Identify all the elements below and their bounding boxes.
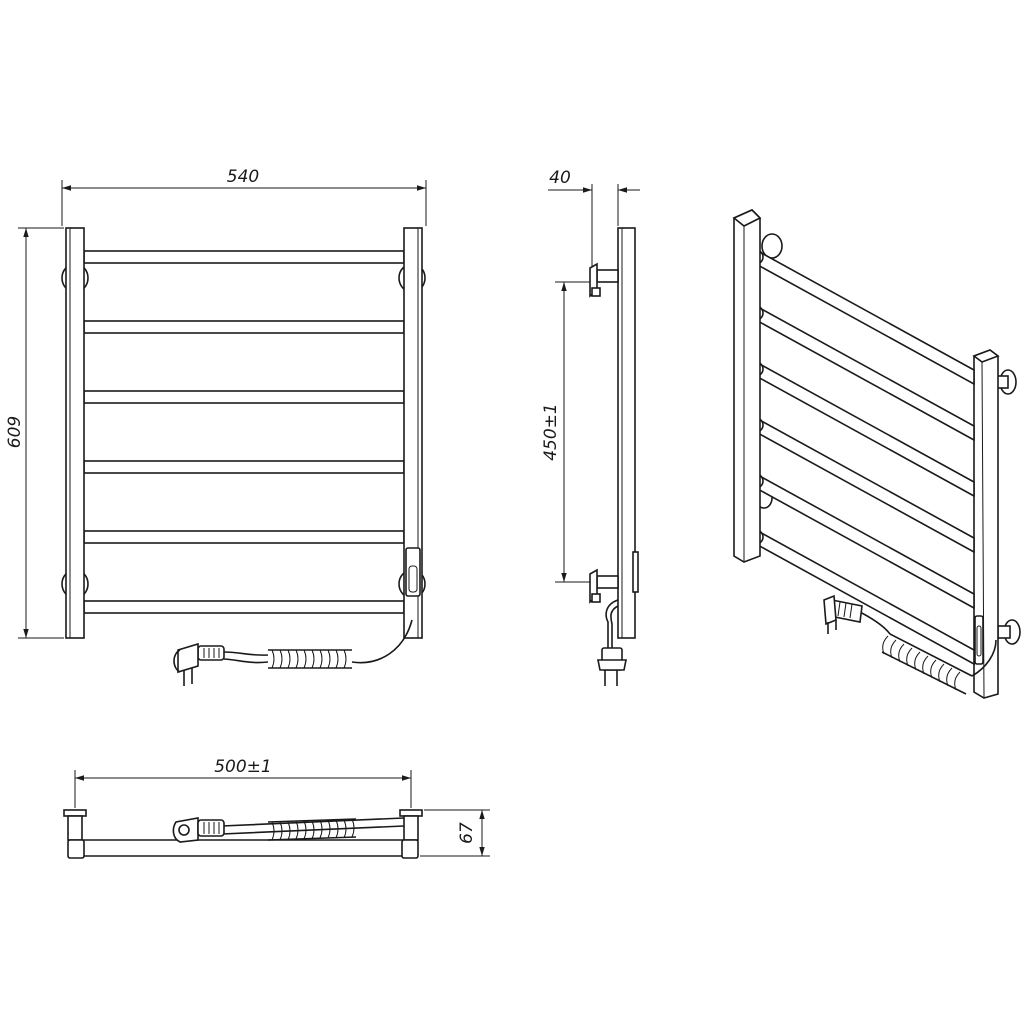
top-power-plug xyxy=(172,817,225,843)
iso-left-post xyxy=(732,209,762,563)
dim-label-450: 450±1 xyxy=(541,403,561,461)
dim-label-540: 540 xyxy=(227,167,259,187)
dim-label-67: 67 xyxy=(457,822,477,844)
top-view: 500±1 67 xyxy=(63,757,490,859)
dim-wall-offset: 67 xyxy=(420,809,490,857)
front-left-post xyxy=(65,227,85,639)
iso-heater-switch xyxy=(974,615,984,665)
front-heater-switch xyxy=(405,547,421,597)
dim-label-609: 609 xyxy=(5,416,25,448)
front-view: 540 609 xyxy=(5,167,427,686)
iso-power-cable xyxy=(855,609,997,695)
isometric-view xyxy=(732,209,1021,699)
dim-overall-height: 609 xyxy=(5,227,64,639)
iso-power-plug xyxy=(823,594,863,634)
front-power-cable xyxy=(223,619,413,669)
iso-wall-brackets xyxy=(755,233,1021,645)
dim-label-40: 40 xyxy=(549,168,571,188)
dim-mount-vertical: 450±1 xyxy=(541,281,590,583)
side-heater xyxy=(632,551,639,593)
front-wall-brackets xyxy=(61,263,426,599)
iso-crossbars xyxy=(748,248,975,666)
front-power-plug xyxy=(173,642,225,686)
dim-overall-width: 540 xyxy=(61,167,427,226)
side-cable-plug xyxy=(597,599,627,686)
side-top-bracket xyxy=(589,262,619,298)
side-bottom-bracket xyxy=(589,568,619,604)
front-crossbars xyxy=(83,250,405,614)
dim-label-500: 500±1 xyxy=(214,757,272,777)
top-main-bar xyxy=(69,839,417,857)
side-view: 40 450±1 xyxy=(541,168,640,686)
top-brackets xyxy=(63,809,423,859)
dim-depth: 40 xyxy=(548,168,640,266)
dim-mount-horizontal: 500±1 xyxy=(74,757,412,808)
top-cable-coil xyxy=(221,817,405,841)
